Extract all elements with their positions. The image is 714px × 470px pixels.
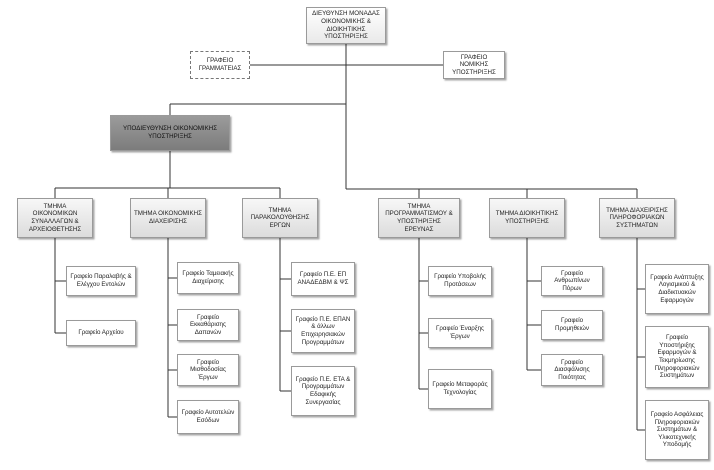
office-box: Γραφείο Π.Ε. ΕΠ ΑΝΑΔΕΔΒΜ & ΨΣ	[291, 262, 355, 296]
office-box: Γραφείο Παραλαβής & Ελέγχου Εντολών	[66, 266, 136, 296]
department-box: ΤΜΗΜΑ ΟΙΚΟΝΟΜΙΚΗΣ ΔΙΑΧΕΙΡΙΣΗΣ	[130, 198, 206, 238]
node-director: ΔΙΕΥΘΥΝΣΗ ΜΟΝΑΔΑΣ ΟΙΚΟΝΟΜΙΚΗΣ & ΔΙΟΙΚΗΤΙ…	[306, 7, 386, 44]
office-box: Γραφείο Ανθρωπίνων Πόρων	[541, 266, 603, 296]
office-box: Γραφείο Διασφάλισης Ποιότητας	[541, 354, 603, 386]
node-secretariat: ΓΡΑΦΕΙΟ ΓΡΑΜΜΑΤΕΙΑΣ	[190, 51, 250, 79]
office-box: Γραφείο Ασφάλειας Πληροφοριακών Συστημάτ…	[645, 400, 709, 460]
node-legal: ΓΡΑΦΕΙΟ ΝΟΜΙΚΗΣ ΥΠΟΣΤΗΡΙΞΗΣ	[443, 51, 505, 79]
office-box: Γραφείο Εκκαθάρισης Δαπανών	[177, 309, 239, 341]
office-box: Γραφείο Μεταφοράς Τεχνολογίας	[428, 369, 492, 409]
department-box: ΤΜΗΜΑ ΔΙΑΧΕΙΡΙΣΗΣ ΠΛΗΡΟΦΟΡΙΑΚΩΝ ΣΥΣΤΗΜΑΤ…	[599, 198, 675, 238]
office-box: Γραφείο Έναρξης Έργων	[428, 318, 492, 348]
department-box: ΤΜΗΜΑ ΠΑΡΑΚΟΛΟΥΘΗΣΗΣ ΕΡΓΩΝ	[242, 198, 318, 238]
node-sub-directorate: ΥΠΟΔΙΕΥΘΥΝΣΗ ΟΙΚΟΝΟΜΙΚΗΣ ΥΠΟΣΤΗΡΙΞΗΣ	[110, 115, 230, 151]
office-box: Γραφείο Υποβολής Προτάσεων	[428, 266, 492, 296]
office-box: Γραφείο Ταμειακής Διαχείρισης	[177, 262, 239, 294]
office-box: Γραφείο Π.Ε. ΕΠΑΝ & άλλων Επιχειρησιακών…	[291, 309, 355, 353]
office-box: Γραφείο Μισθοδοσίας Έργων	[177, 354, 239, 386]
office-box: Γραφείο Π.Ε. ΕΤΑ & Προγραμμάτων Εδαφικής…	[291, 366, 355, 416]
department-box: ΤΜΗΜΑ ΟΙΚΟΝΟΜΙΚΩΝ ΣΥΝΑΛΛΑΓΩΝ & ΑΡΧΕΙΟΘΕΤ…	[17, 198, 93, 238]
office-box: Γραφείο Προμηθειών	[541, 310, 603, 340]
department-box: ΤΜΗΜΑ ΠΡΟΓΡΑΜΜΑΤΙΣΜΟΥ & ΥΠΟΣΤΗΡΙΞΗΣ ΕΡΕΥ…	[378, 198, 460, 238]
office-box: Γραφείο Αυτοτελών Εσόδων	[177, 400, 239, 434]
office-box: Γραφείο Αρχείου	[66, 320, 136, 346]
office-box: Γραφείο Ανάπτυξης Λογισμικού & Διαδικτυα…	[645, 264, 709, 314]
department-box: ΤΜΗΜΑ ΔΙΟΙΚΗΤΙΚΗΣ ΥΠΟΣΤΗΡΙΞΗΣ	[489, 198, 565, 238]
office-box: Γραφείο Υποστήριξης Εφαρμογών & Τεκμηρίω…	[645, 326, 709, 388]
